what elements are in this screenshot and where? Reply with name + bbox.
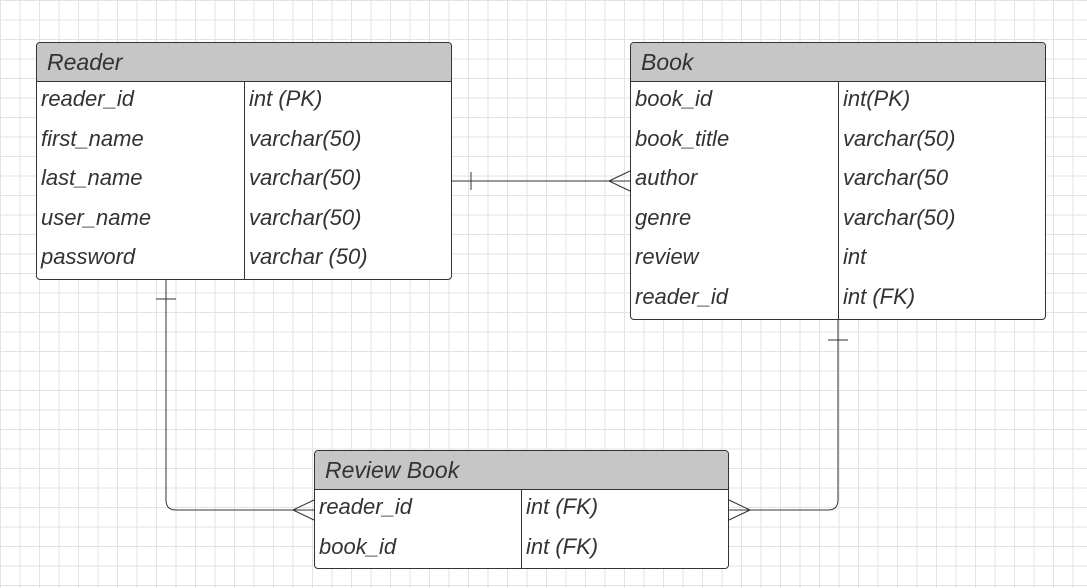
column-divider	[244, 82, 245, 279]
field-name: last_name	[41, 165, 143, 191]
entity-row: book_id int (FK)	[315, 530, 728, 568]
entity-row: reader_id int (FK)	[315, 490, 728, 530]
entity-title: Book	[631, 43, 1045, 82]
column-divider	[521, 490, 522, 568]
field-type: varchar(50	[843, 165, 949, 191]
field-type: varchar(50)	[843, 204, 956, 230]
entity-title: Reader	[37, 43, 451, 82]
field-type: int (PK)	[249, 86, 323, 111]
entity-row: reader_id int (FK)	[631, 280, 1045, 319]
field-type: int (FK)	[843, 283, 916, 309]
entity-row: last_name varchar(50)	[37, 161, 451, 201]
entity-review-book[interactable]: Review Book reader_id int (FK) book_id i…	[314, 450, 729, 569]
entity-row: genre varchar(50)	[631, 201, 1045, 241]
entity-row: review int	[631, 240, 1045, 280]
field-name: author	[635, 165, 698, 191]
field-name: reader_id	[635, 283, 728, 309]
field-type: int (FK)	[526, 533, 599, 559]
reader-book-many-crowfoot	[608, 170, 631, 192]
reader-reviewbook-relationship-line	[165, 280, 314, 511]
field-type: varchar(50)	[843, 125, 956, 151]
reader-reviewbook-many-crowfoot	[292, 499, 315, 521]
field-name: genre	[635, 204, 692, 230]
field-type: int(PK)	[843, 86, 911, 111]
entity-row: author varchar(50	[631, 161, 1045, 201]
entity-row: reader_id int (PK)	[37, 82, 451, 122]
field-type: varchar(50)	[249, 125, 362, 151]
entity-row: book_id int(PK)	[631, 82, 1045, 122]
entity-row: book_title varchar(50)	[631, 122, 1045, 162]
entity-row: password varchar (50)	[37, 240, 451, 279]
entity-book[interactable]: Book book_id int(PK) book_title varchar(…	[630, 42, 1046, 320]
field-name: review	[635, 244, 699, 270]
field-type: varchar(50)	[249, 165, 362, 191]
field-name: book_title	[635, 125, 730, 151]
entity-row: first_name varchar(50)	[37, 122, 451, 162]
field-name: password	[41, 244, 136, 270]
entity-reader[interactable]: Reader reader_id int (PK) first_name var…	[36, 42, 452, 280]
entity-title: Review Book	[315, 451, 728, 490]
field-type: varchar (50)	[249, 244, 368, 270]
field-name: book_id	[319, 533, 397, 559]
field-type: int	[843, 244, 867, 270]
field-type: int (FK)	[526, 494, 599, 519]
field-name: user_name	[41, 204, 152, 230]
entity-row: user_name varchar(50)	[37, 201, 451, 241]
field-type: varchar(50)	[249, 204, 362, 230]
column-divider	[838, 82, 839, 319]
book-reviewbook-many-crowfoot	[728, 499, 751, 521]
field-name: reader_id	[319, 494, 412, 519]
book-reviewbook-relationship-line	[729, 320, 839, 511]
field-name: first_name	[41, 125, 144, 151]
field-name: book_id	[635, 86, 713, 111]
field-name: reader_id	[41, 86, 134, 111]
